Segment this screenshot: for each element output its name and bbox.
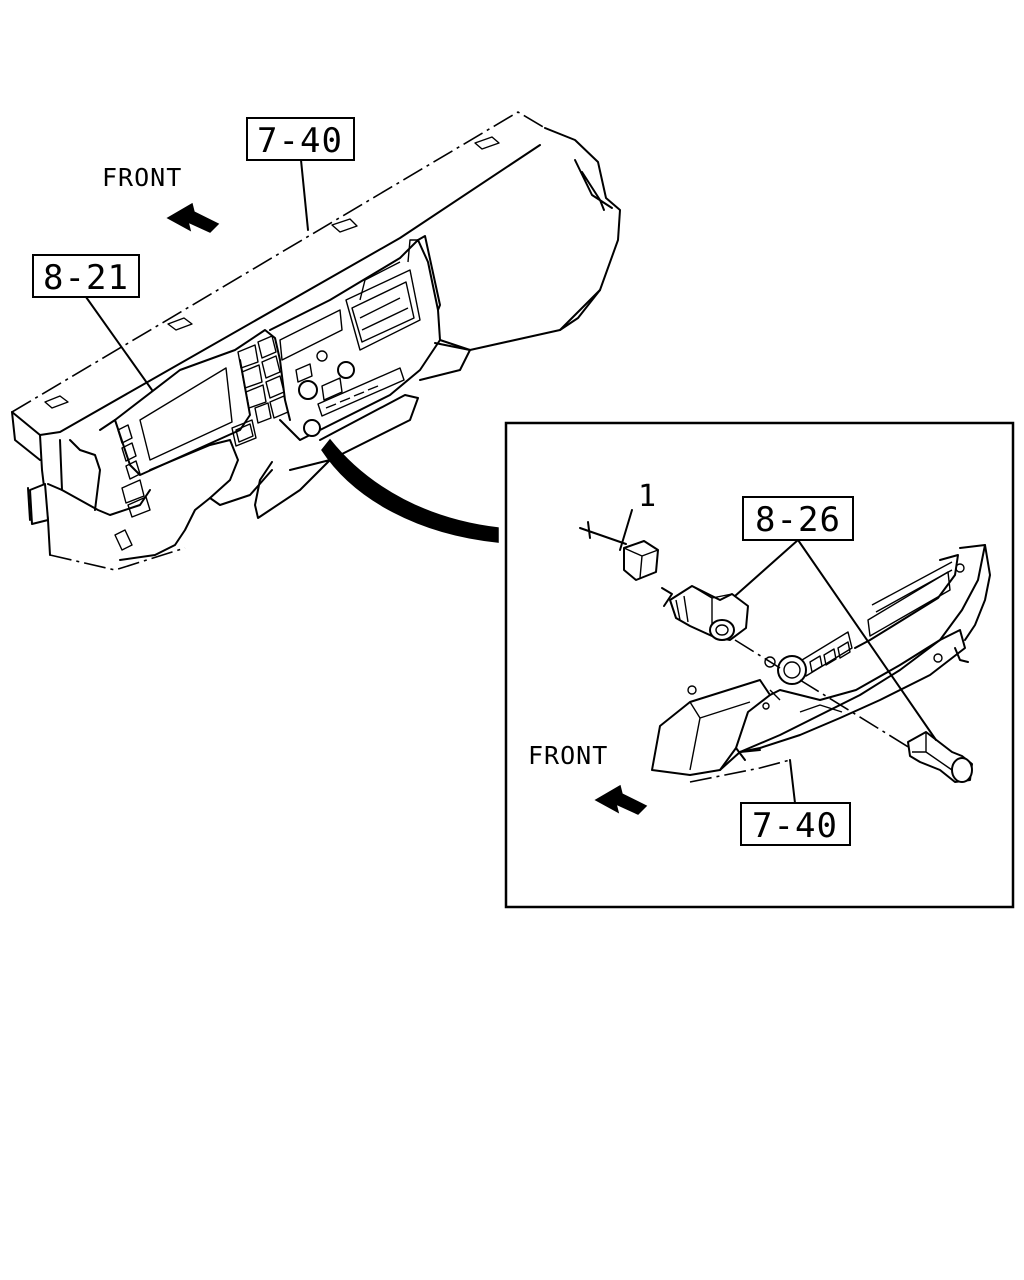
- front-label-detail: FRONT: [528, 741, 608, 770]
- callout-1-label: 1: [638, 479, 656, 514]
- front-indicator-main: FRONT: [102, 163, 220, 233]
- front-arrow-icon: [166, 202, 220, 233]
- callout-7-40-top-label: 7-40: [257, 121, 343, 161]
- leader-line-icon: [321, 438, 499, 543]
- callout-1: 1: [638, 479, 656, 514]
- front-label-main: FRONT: [102, 163, 182, 192]
- callout-7-40-detail: 7-40: [740, 802, 851, 846]
- callout-8-21: 8-21: [32, 254, 140, 298]
- callout-8-21-leader: [85, 296, 153, 391]
- front-indicator-detail: FRONT: [528, 741, 648, 815]
- callout-7-40-top: 7-40: [246, 117, 355, 161]
- callout-7-40-detail-label: 7-40: [752, 806, 838, 846]
- callout-8-26-leader-a: [734, 539, 799, 597]
- instrument-panel-drawing: [11, 111, 621, 571]
- callout-8-26: 8-26: [742, 496, 854, 541]
- callout-7-40-top-leader: [300, 159, 309, 231]
- callout-7-40-detail-leader: [789, 759, 796, 804]
- callout-8-26-leader-b: [797, 539, 937, 741]
- detail-drawing: [579, 509, 991, 783]
- callout-8-26-label: 8-26: [755, 500, 841, 540]
- front-arrow-icon: [594, 784, 648, 815]
- callout-8-21-label: 8-21: [43, 258, 129, 298]
